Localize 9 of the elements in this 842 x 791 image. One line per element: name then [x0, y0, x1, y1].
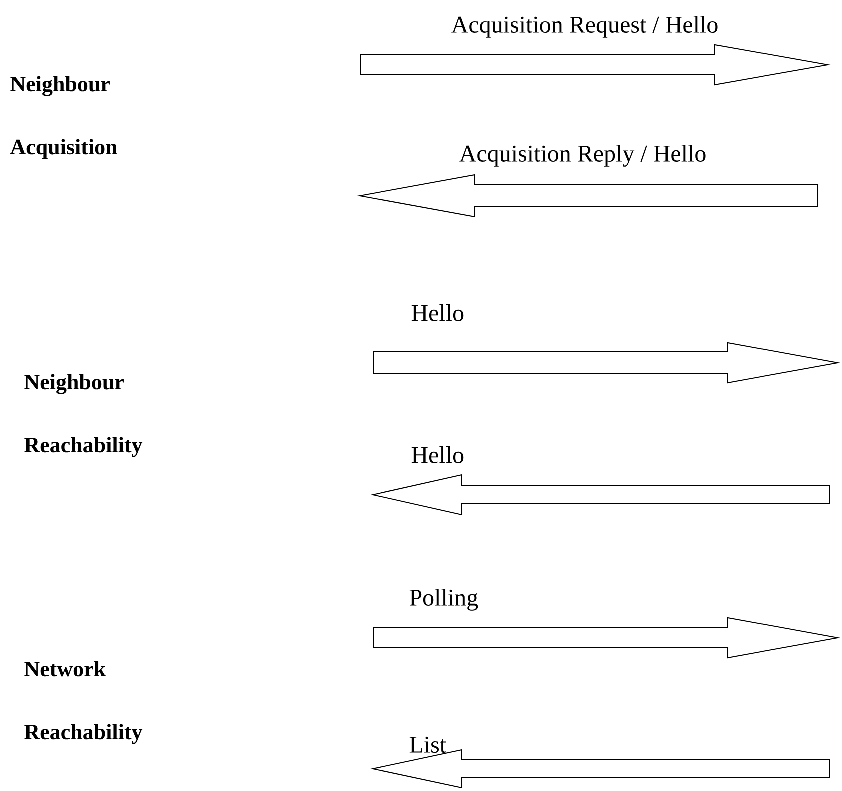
message-label: Hello — [412, 446, 464, 464]
phase-label: Network Reachability — [24, 661, 143, 744]
phase-label: Neighbour Reachability — [24, 374, 143, 458]
message-label: Hello — [412, 304, 464, 322]
message-label: List — [410, 736, 446, 754]
message-label: Acquisition Request / Hello — [452, 16, 718, 38]
message-label: Acquisition Reply / Hello — [460, 145, 706, 167]
phase-label: Neighbour Acquisition — [10, 76, 118, 160]
message-label: Polling — [410, 589, 478, 611]
